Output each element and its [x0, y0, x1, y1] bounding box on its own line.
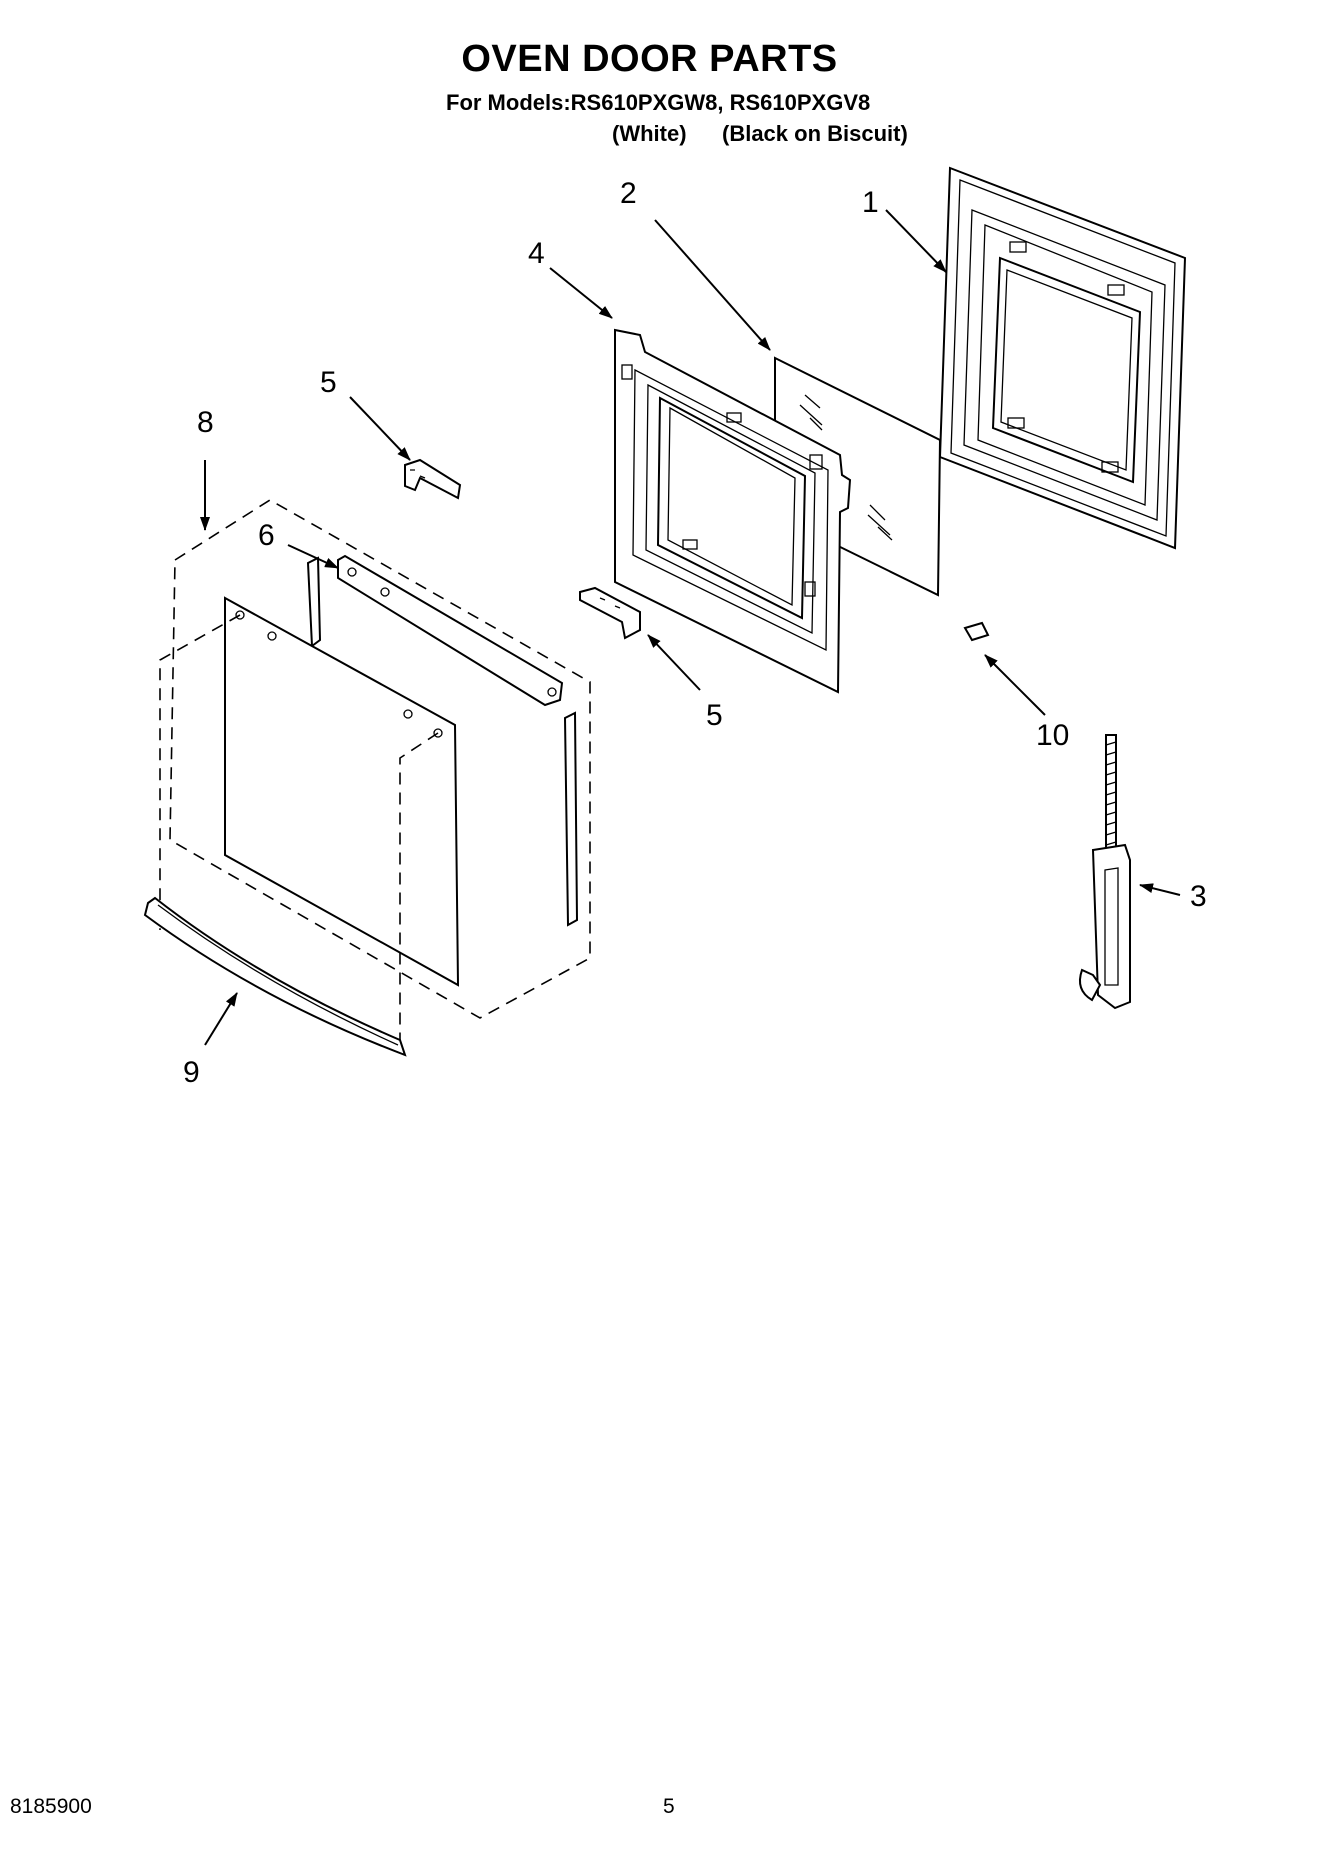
variant-white: (White)	[612, 121, 687, 146]
callout-8: 8	[197, 406, 214, 439]
part-1-outer-door-panel	[938, 166, 1187, 550]
variant-black-on-biscuit: (Black on Biscuit)	[722, 121, 908, 146]
document-number: 8185900	[10, 1795, 92, 1818]
part-5-bracket-lower	[579, 586, 641, 640]
callout-2: 2	[620, 177, 637, 210]
callout-5-lower: 5	[706, 699, 723, 732]
page-title: OVEN DOOR PARTS	[461, 38, 838, 80]
part-3-door-hinge	[1079, 734, 1131, 1010]
callout-9: 9	[183, 1056, 200, 1089]
part-9-door-handle	[143, 896, 407, 1057]
callout-6: 6	[258, 519, 275, 552]
part-5-bracket-upper	[404, 458, 462, 500]
part-10-clip	[963, 621, 990, 642]
callout-4: 4	[528, 237, 545, 270]
part-6-trim-strip	[337, 554, 564, 707]
callout-1: 1	[862, 186, 879, 219]
callout-10: 10	[1036, 719, 1069, 752]
callout-3: 3	[1190, 880, 1207, 913]
callout-5-upper: 5	[320, 366, 337, 399]
page-number: 5	[663, 1795, 675, 1818]
models-line: For Models:RS610PXGW8, RS610PXGV8	[446, 90, 871, 115]
side-trim-pieces	[306, 556, 579, 927]
part-4-inner-door-frame	[614, 328, 852, 694]
callout-leaders	[200, 209, 1181, 1046]
outer-glass-panel	[159, 596, 460, 1045]
